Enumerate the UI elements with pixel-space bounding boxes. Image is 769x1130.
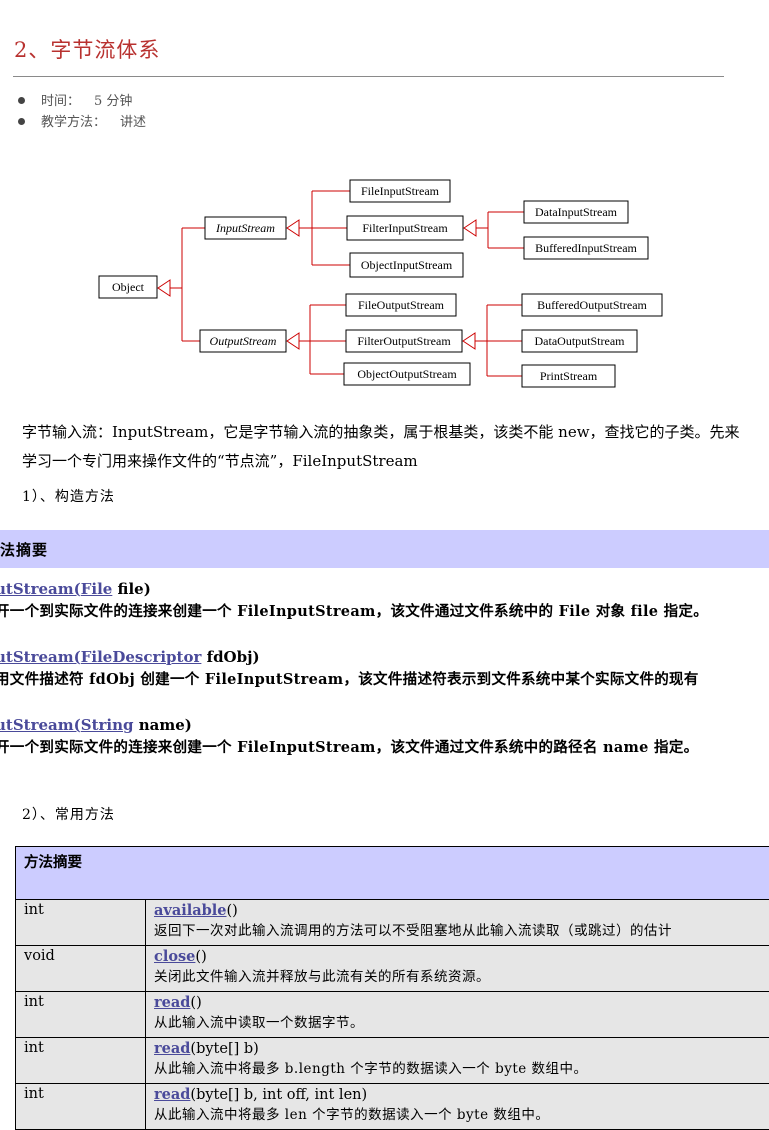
table-row: void close()关闭此文件输入流并释放与此流有关的所有系统资源。 bbox=[16, 946, 769, 992]
method-link[interactable]: close bbox=[154, 948, 195, 965]
param-type-link[interactable]: String bbox=[81, 716, 134, 734]
method-desc: 从此输入流中读取一个数据字节。 bbox=[154, 1011, 769, 1031]
constructor-entry: utStream(String name) 开一个到实际文件的连接来创建一个 F… bbox=[0, 716, 698, 757]
table-row: int read(byte[] b)从此输入流中将最多 b.length 个字节… bbox=[16, 1038, 769, 1084]
constructor-summary-band: 法摘要 bbox=[0, 530, 769, 568]
node-outputstream: OutputStream bbox=[210, 334, 277, 348]
section-heading: 2、字节流体系 bbox=[14, 34, 160, 64]
section-title-methods: 2）、常用方法 bbox=[22, 804, 115, 824]
bullet-dot-icon bbox=[18, 118, 25, 125]
class-hierarchy-diagram: Object InputStream OutputStream FileInpu… bbox=[0, 170, 769, 395]
node-datainputstream: DataInputStream bbox=[535, 205, 618, 219]
bullet-dot-icon bbox=[18, 97, 25, 104]
bullet-time: 时间： 5 分钟 bbox=[18, 90, 132, 109]
bullet-label: 教学方法： bbox=[41, 115, 106, 130]
node-object: Object bbox=[112, 280, 145, 294]
param-type-link[interactable]: File bbox=[81, 580, 113, 598]
method-params: (byte[] b, int off, int len) bbox=[190, 1087, 367, 1103]
method-link[interactable]: available bbox=[154, 902, 227, 919]
table-row: int read(byte[] b, int off, int len)从此输入… bbox=[16, 1084, 769, 1130]
method-params: () bbox=[195, 949, 206, 965]
method-params: (byte[] b) bbox=[190, 1041, 258, 1057]
method-link[interactable]: read bbox=[154, 994, 190, 1011]
bullet-value: 5 分钟 bbox=[94, 94, 132, 109]
method-params: () bbox=[227, 903, 238, 919]
node-fileinputstream: FileInputStream bbox=[361, 184, 440, 198]
method-desc: 从此输入流中将最多 len 个字节的数据读入一个 byte 数组中。 bbox=[154, 1103, 769, 1123]
method-summary-header: 方法摘要 bbox=[16, 847, 769, 900]
node-filteroutputstream: FilterOutputStream bbox=[357, 334, 451, 348]
bullet-label: 时间： bbox=[41, 94, 80, 109]
return-type: int bbox=[16, 1084, 146, 1130]
table-row: int available()返回下一次对此输入流调用的方法可以不受阻塞地从此输… bbox=[16, 900, 769, 946]
return-type: int bbox=[16, 1038, 146, 1084]
intro-paragraph: 字节输入流：InputStream，它是字节输入流的抽象类，属于根基类，该类不能… bbox=[22, 418, 752, 476]
constructor-link[interactable]: utStream( bbox=[0, 580, 81, 598]
param-rest: fdObj) bbox=[201, 648, 259, 666]
param-type-link[interactable]: FileDescriptor bbox=[81, 648, 202, 666]
node-fileoutputstream: FileOutputStream bbox=[358, 298, 445, 312]
return-type: int bbox=[16, 992, 146, 1038]
heading-rule bbox=[13, 76, 724, 77]
method-summary-table: 方法摘要 int available()返回下一次对此输入流调用的方法可以不受阻… bbox=[15, 846, 769, 1130]
node-inputstream: InputStream bbox=[215, 221, 275, 235]
constructor-summary-title: 法摘要 bbox=[0, 539, 48, 560]
node-printstream: PrintStream bbox=[540, 369, 598, 383]
node-dataoutputstream: DataOutputStream bbox=[535, 334, 626, 348]
node-objectoutputstream: ObjectOutputStream bbox=[357, 367, 457, 381]
bullet-method: 教学方法： 讲述 bbox=[18, 111, 146, 130]
method-link[interactable]: read bbox=[154, 1086, 190, 1103]
constructor-desc: 开一个到实际文件的连接来创建一个 FileInputStream，该文件通过文件… bbox=[0, 736, 698, 757]
method-params: () bbox=[190, 995, 201, 1011]
node-filterinputstream: FilterInputStream bbox=[362, 221, 448, 235]
return-type: void bbox=[16, 946, 146, 992]
node-bufferedoutputstream: BufferedOutputStream bbox=[537, 298, 647, 312]
node-objectinputstream: ObjectInputStream bbox=[361, 258, 453, 272]
section-title-constructors: 1）、构造方法 bbox=[22, 486, 115, 506]
constructor-entry: utStream(FileDescriptor fdObj) 用文件描述符 fd… bbox=[0, 648, 699, 689]
param-rest: name) bbox=[134, 716, 192, 734]
param-rest: file) bbox=[112, 580, 150, 598]
constructor-desc: 开一个到实际文件的连接来创建一个 FileInputStream，该文件通过文件… bbox=[0, 600, 708, 621]
node-bufferedinputstream: BufferedInputStream bbox=[535, 241, 637, 255]
constructor-link[interactable]: utStream( bbox=[0, 648, 81, 666]
return-type: int bbox=[16, 900, 146, 946]
method-summary-title: 方法摘要 bbox=[16, 847, 769, 900]
method-link[interactable]: read bbox=[154, 1040, 190, 1057]
table-row: int read()从此输入流中读取一个数据字节。 bbox=[16, 992, 769, 1038]
constructor-desc: 用文件描述符 fdObj 创建一个 FileInputStream，该文件描述符… bbox=[0, 668, 699, 689]
constructor-entry: utStream(File file) 开一个到实际文件的连接来创建一个 Fil… bbox=[0, 580, 708, 621]
method-desc: 从此输入流中将最多 b.length 个字节的数据读入一个 byte 数组中。 bbox=[154, 1057, 769, 1077]
constructor-link[interactable]: utStream( bbox=[0, 716, 81, 734]
method-desc: 关闭此文件输入流并释放与此流有关的所有系统资源。 bbox=[154, 965, 769, 985]
method-desc: 返回下一次对此输入流调用的方法可以不受阻塞地从此输入流读取（或跳过）的估计 bbox=[154, 919, 769, 939]
bullet-value: 讲述 bbox=[120, 115, 146, 130]
